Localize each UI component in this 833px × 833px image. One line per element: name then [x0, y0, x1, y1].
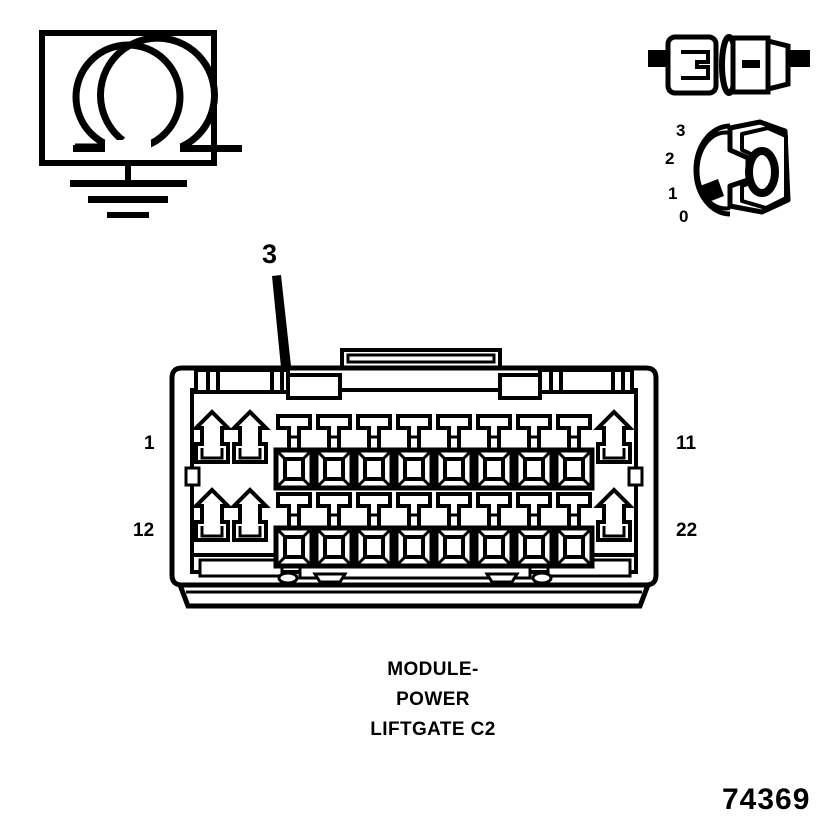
terminal-cavity[interactable] [353, 492, 395, 569]
figure-number: 74369 [722, 783, 811, 816]
lock-tab [229, 409, 271, 464]
lock-tab [191, 409, 233, 464]
terminal-cavity[interactable] [433, 492, 475, 569]
lock-tab [593, 409, 635, 464]
terminal-cavity[interactable] [513, 492, 555, 569]
key-position-label-1: 1 [668, 184, 678, 203]
caption-line-1: MODULE- [387, 659, 479, 680]
caption-line-3: LIFTGATE C2 [370, 719, 496, 740]
lock-tab [593, 487, 635, 542]
callout-label-3: 3 [262, 239, 278, 269]
terminal-cavity[interactable] [433, 414, 475, 491]
lock-tab [191, 487, 233, 542]
terminal-cavity[interactable] [273, 492, 315, 569]
ignition-key-position-icon [693, 119, 791, 217]
terminal-cavity[interactable] [313, 492, 355, 569]
pin-label-bottom-left: 12 [133, 520, 155, 541]
terminal-cavity[interactable] [393, 414, 435, 491]
terminal-cavity[interactable] [553, 414, 595, 491]
key-position-label-3: 3 [676, 121, 686, 140]
lock-tab [229, 487, 271, 542]
terminal-cavity[interactable] [313, 414, 355, 491]
terminal-cavity[interactable] [273, 414, 315, 491]
terminal-cavity-highlighted[interactable] [353, 414, 395, 491]
key-position-label-0: 0 [679, 207, 689, 226]
ohmmeter-ground-icon [39, 30, 242, 218]
terminal-cavity[interactable] [393, 492, 435, 569]
connector-caption: MODULE- POWER LIFTGATE C2 [233, 655, 633, 745]
connector-disconnect-icon [648, 34, 810, 96]
pin-label-top-left: 1 [144, 433, 155, 454]
pin-label-bottom-right: 22 [676, 520, 698, 541]
terminal-cavity[interactable] [473, 414, 515, 491]
key-position-label-2: 2 [665, 149, 675, 168]
pin-label-top-right: 11 [676, 433, 697, 454]
terminal-cavity[interactable] [553, 492, 595, 569]
terminal-cavity[interactable] [513, 414, 555, 491]
terminal-cavity[interactable] [473, 492, 515, 569]
caption-line-2: POWER [396, 689, 470, 710]
connector-housing [169, 348, 659, 609]
